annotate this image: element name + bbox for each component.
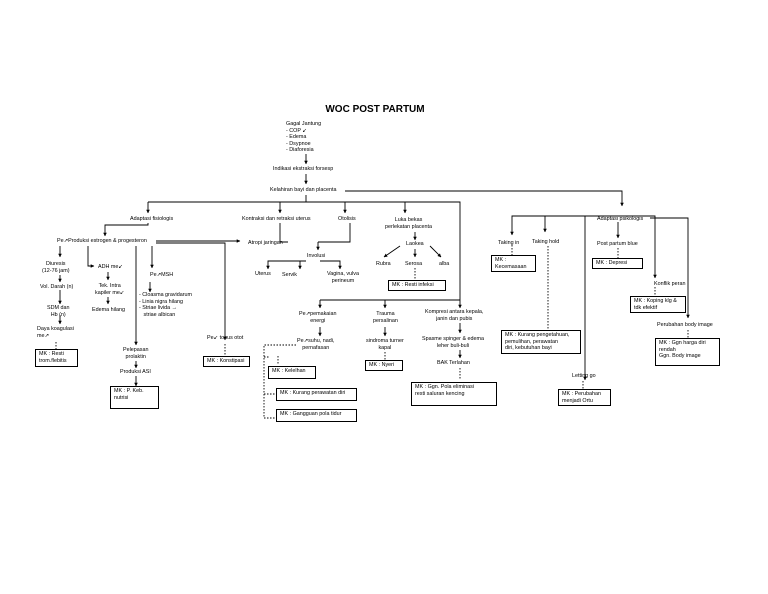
- node-edema-hilang: Edema hilang: [92, 307, 125, 313]
- node-tek-intra: Tek. Intra kapiler me↙: [95, 283, 125, 296]
- node-indikasi: Indikasi ekstraksi forsesp: [273, 166, 334, 172]
- node-produksi: Pe↗Produksi estrogen & progesteron: [57, 238, 147, 244]
- node-bak: BAK Terlahan: [437, 360, 470, 366]
- node-adh: ADH me↙: [98, 264, 123, 270]
- node-kontraksi: Kontraksi dan retraksi uterus: [242, 216, 311, 222]
- mk-kelelahan: MK : Kelelhan: [268, 366, 316, 379]
- node-taking-in: Taking in: [498, 240, 520, 246]
- node-kompresi: Kompresi antara kepala, janin dan pubis: [425, 309, 484, 322]
- node-letting-go: Letting go: [572, 373, 596, 379]
- mk-depresi: MK : Depresi: [592, 258, 643, 269]
- node-pelepasan: Pelepasan prolaktin: [123, 347, 149, 360]
- node-asi: Produksi ASI: [120, 369, 151, 375]
- node-atropi: Atropi jaringan: [248, 240, 283, 246]
- node-sindroma: sindroma turner kapal: [366, 338, 404, 351]
- node-body-image: Perubahan body image: [657, 322, 713, 328]
- node-adaptasi-fisiologis: Adaptasi fisiologis: [130, 216, 174, 222]
- node-pemakaian: Pe↗pemakaian energi: [299, 311, 337, 324]
- mk-harga-diri: MK : Ggn harga diri rendah Ggn. Body ima…: [655, 338, 720, 366]
- node-trauma: Trauma persalinan: [373, 311, 398, 324]
- node-taking-hold: Taking hold: [532, 239, 560, 245]
- node-alba: alba: [439, 261, 450, 267]
- node-involusi: Involusi: [307, 253, 326, 259]
- node-msh: Pe↗MSH: [150, 272, 174, 278]
- node-adaptasi-psikologis: Adaptasi psikologis: [597, 216, 644, 222]
- node-servik: Servik: [282, 272, 297, 278]
- node-suhu: Pe↗suhu, nadi, pernafasan: [297, 338, 335, 351]
- node-vagina: Vagina, vulva perineum: [327, 271, 359, 284]
- node-luka: Luka bekas perlekatan placenta: [385, 217, 433, 230]
- node-blue: Post partum blue: [597, 241, 638, 247]
- node-laokea: Laokea: [406, 241, 424, 247]
- node-tonus: Pe↙ tonus otot: [207, 335, 244, 341]
- node-kelahiran: Kelahiran bayi dan placenta: [270, 187, 337, 193]
- mk-kurang-pengetahuan: MK : Kurang pengetahuan, pemulihan, pera…: [501, 330, 581, 354]
- mk-pola-tidur: MK : Gangguan pola tidur: [276, 409, 357, 422]
- mk-perawatan-diri: MK : Kurang perawatan diri: [276, 388, 357, 401]
- mk-perubahan-ortu: MK : Perubahan menjadi Ortu: [558, 389, 611, 406]
- mk-resti-infeksi: MK : Resti infeksi: [388, 280, 446, 291]
- mk-eliminasi: MK : Ggn. Pola eliminasi resti saluran k…: [411, 382, 497, 406]
- mk-kecemasan: MK : Kecemasaan: [491, 255, 536, 272]
- node-uterus: Uterus: [255, 271, 271, 277]
- node-konflik: Konflik peran: [654, 281, 686, 287]
- mk-nutrisi: MK : P. Keb. nutrisi: [110, 386, 159, 409]
- node-otolisis: Otolisis: [338, 216, 356, 222]
- node-cloasma: - Cloasma gravidarum - Linia nigra hilan…: [139, 292, 193, 318]
- mk-konstipasi: MK : Konstipasi: [203, 356, 250, 367]
- node-gagal-jantung: Gagal Jantung - COP ↙ - Edema - Dsypnoe …: [286, 121, 322, 154]
- page-title: WOC POST PARTUM: [325, 104, 425, 115]
- node-daya: Daya koagulasi me↗: [37, 326, 74, 339]
- node-spasme: Spasme spinger & edema leher buli-buli: [422, 336, 485, 349]
- node-vol-darah: Vol. Darah (n): [40, 284, 74, 290]
- node-serosa: Serosa: [405, 261, 423, 267]
- node-sdm: SDM dan Hb (n): [47, 305, 70, 318]
- mk-nyeri: MK : Nyeri: [365, 360, 403, 371]
- node-diuresis: Diuresis (12-76 jam): [42, 261, 70, 274]
- node-rubra: Rubra: [376, 261, 391, 267]
- mk-koping: MK : Koping klg & tdk efektif: [630, 296, 686, 313]
- mk-resti-trombo: MK : Resti trom.flebitis: [35, 349, 78, 367]
